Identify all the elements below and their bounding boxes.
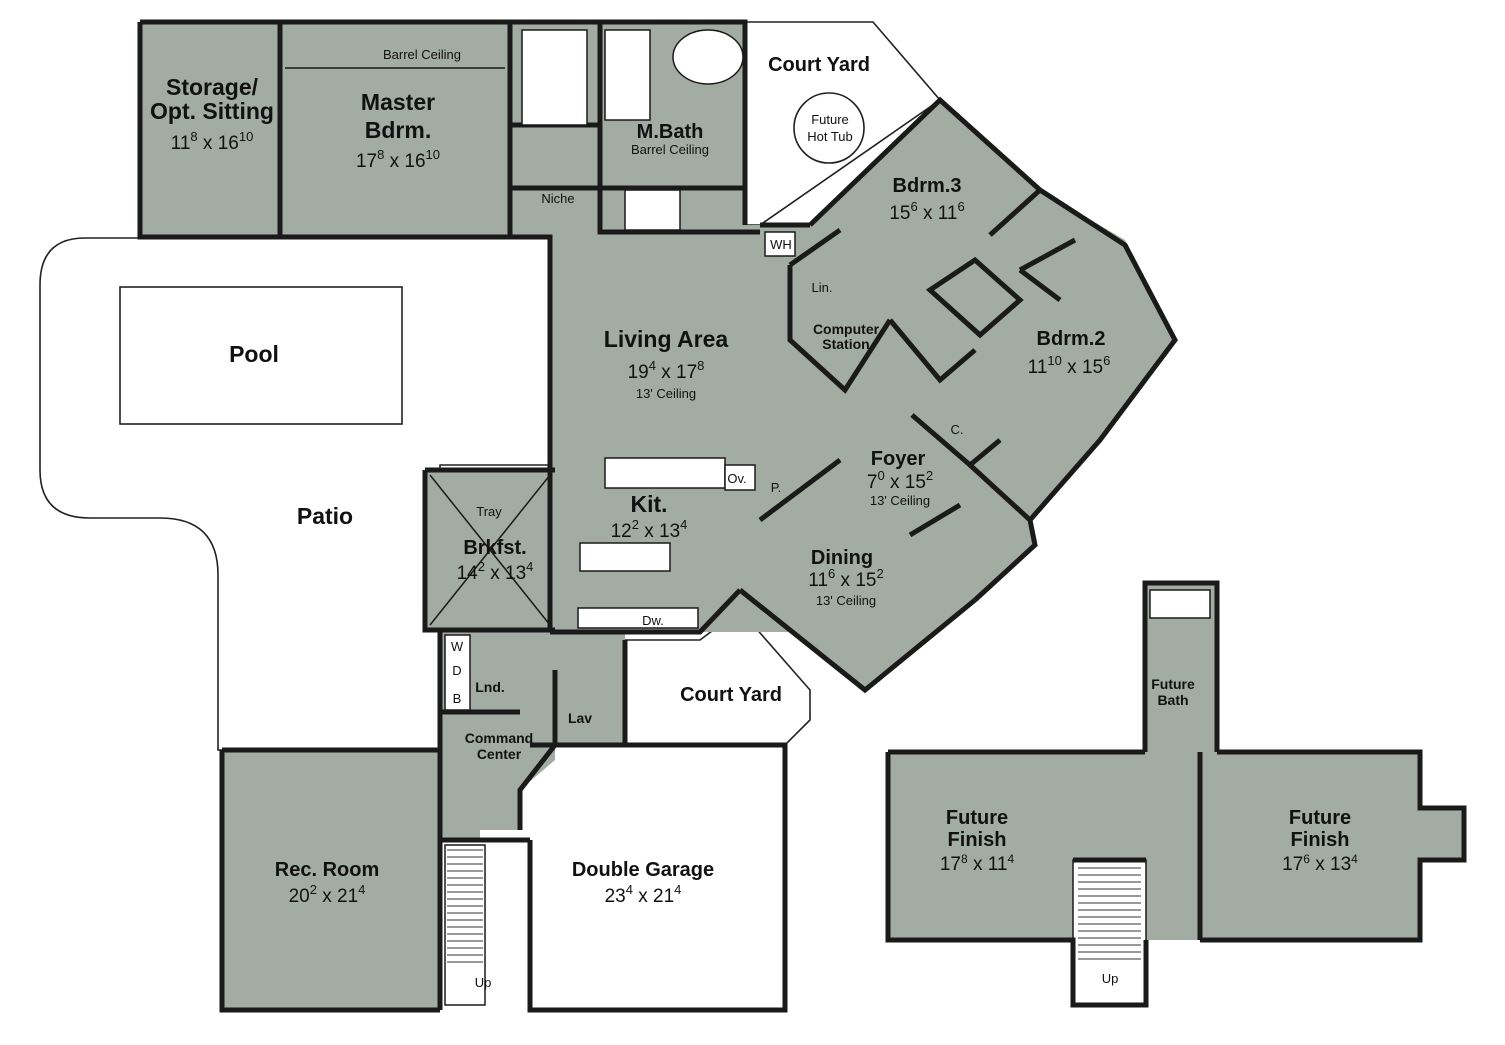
foyer: Foyer 70 x 152 13' Ceiling (867, 448, 933, 508)
garage-label: Double Garage (572, 859, 714, 881)
court-yard-top-label: Court Yard (768, 54, 870, 76)
future-bath-label-1: Future (1151, 676, 1195, 692)
rec-label: Rec. Room (275, 859, 379, 881)
stair-treads-upper (1078, 867, 1141, 960)
master-bath: M.Bath Barrel Ceiling (631, 121, 709, 157)
bdrm2-dims: 1110 x 156 (1028, 353, 1111, 378)
laundry: W D B Lnd. (451, 639, 505, 706)
brkfst-note: Tray (476, 504, 502, 519)
bdrm2-label: Bdrm.2 (1037, 328, 1106, 350)
storage-label-2: Opt. Sitting (150, 98, 274, 124)
future-right-label-2: Finish (1291, 829, 1350, 851)
command-label-1: Command (465, 730, 533, 746)
double-garage: Double Garage 234 x 214 (572, 859, 714, 907)
dishwasher-label: Dw. (642, 613, 664, 628)
patio-label: Patio (297, 503, 353, 529)
upper-floor-walls (885, 580, 1467, 1008)
oven-label: Ov. (727, 471, 746, 486)
future-bath-label-2: Bath (1157, 692, 1188, 708)
master-ceiling-note: Barrel Ceiling (383, 47, 461, 62)
hot-tub (793, 92, 865, 164)
main-floor-fixtures (285, 29, 796, 1006)
pantry-label: P. (771, 480, 782, 495)
stairs-main-label: Up (475, 975, 492, 990)
future-left-dims: 178 x 114 (940, 852, 1015, 875)
future-right-label-1: Future (1289, 807, 1351, 829)
kitchen: Kit. 122 x 134 Ov. P. Dw. (611, 471, 782, 628)
garage-dims: 234 x 214 (605, 882, 682, 907)
main-floor-walls (137, 19, 1178, 1013)
washer-label: W (451, 639, 464, 654)
bedroom-3: Bdrm.3 156 x 116 (889, 175, 964, 224)
command-label-2: Center (477, 746, 522, 762)
court-yard-mid-label: Court Yard (680, 684, 782, 706)
storage-dims: 118 x 1610 (171, 129, 254, 154)
dining-label: Dining (811, 547, 873, 569)
master-label-1: Master (361, 89, 435, 115)
master-dims: 178 x 1610 (356, 147, 440, 172)
rec-room: Rec. Room 202 x 214 (275, 859, 379, 907)
future-finish-right: Future Finish 176 x 134 (1282, 807, 1358, 875)
foyer-label: Foyer (871, 448, 926, 470)
kitchen-dims: 122 x 134 (611, 517, 688, 542)
future-finish-left: Future Finish 178 x 114 (940, 807, 1015, 875)
linen-label: Lin. (812, 280, 833, 295)
future-left-label-2: Finish (948, 829, 1007, 851)
brkfst-dims: 142 x 134 (457, 559, 534, 584)
kitchen-label: Kit. (630, 491, 667, 517)
water-heater-label: WH (770, 237, 792, 252)
rec-dims: 202 x 214 (289, 882, 366, 907)
pool (119, 286, 403, 425)
foyer-dims: 70 x 152 (867, 468, 933, 493)
living-area: Living Area 194 x 178 13' Ceiling (604, 326, 729, 401)
living-label: Living Area (604, 326, 729, 352)
hot-tub-label-1: Future (811, 112, 849, 127)
dining-note: 13' Ceiling (816, 593, 876, 608)
storage-label-1: Storage/ (166, 74, 259, 100)
mbath-label: M.Bath (637, 121, 704, 143)
brkfst-label: Brkfst. (463, 537, 526, 559)
breakfast: Tray Brkfst. 142 x 134 (457, 504, 534, 584)
living-dims: 194 x 178 (628, 358, 705, 383)
living-note: 13' Ceiling (636, 386, 696, 401)
computer-label-1: Computer (813, 321, 880, 337)
lav-label: Lav (568, 710, 592, 726)
niche-label: Niche (541, 191, 574, 206)
dining: Dining 116 x 152 13' Ceiling (808, 547, 883, 608)
mbath-note: Barrel Ceiling (631, 142, 709, 157)
laundry-label: Lnd. (475, 679, 505, 695)
closet-label: C. (951, 422, 964, 437)
dryer-label: D (452, 663, 461, 678)
stair-treads-main (447, 849, 483, 963)
storage-room: Storage/ Opt. Sitting 118 x 1610 (150, 74, 274, 154)
computer-label-2: Station (822, 336, 869, 352)
master-bedroom: Barrel Ceiling Master Bdrm. 178 x 1610 (356, 47, 461, 172)
bedroom-2: Bdrm.2 1110 x 156 (1028, 328, 1111, 378)
future-left-label-1: Future (946, 807, 1008, 829)
master-label-2: Bdrm. (365, 117, 431, 143)
b-label: B (453, 691, 462, 706)
pool-label: Pool (229, 341, 279, 367)
future-right-dims: 176 x 134 (1282, 852, 1358, 875)
bdrm3-label: Bdrm.3 (893, 175, 962, 197)
hot-tub-label-2: Hot Tub (807, 129, 853, 144)
dining-dims: 116 x 152 (808, 566, 883, 591)
bdrm3-dims: 156 x 116 (889, 199, 964, 224)
stairs-upper-label: Up (1102, 971, 1119, 986)
foyer-note: 13' Ceiling (870, 493, 930, 508)
